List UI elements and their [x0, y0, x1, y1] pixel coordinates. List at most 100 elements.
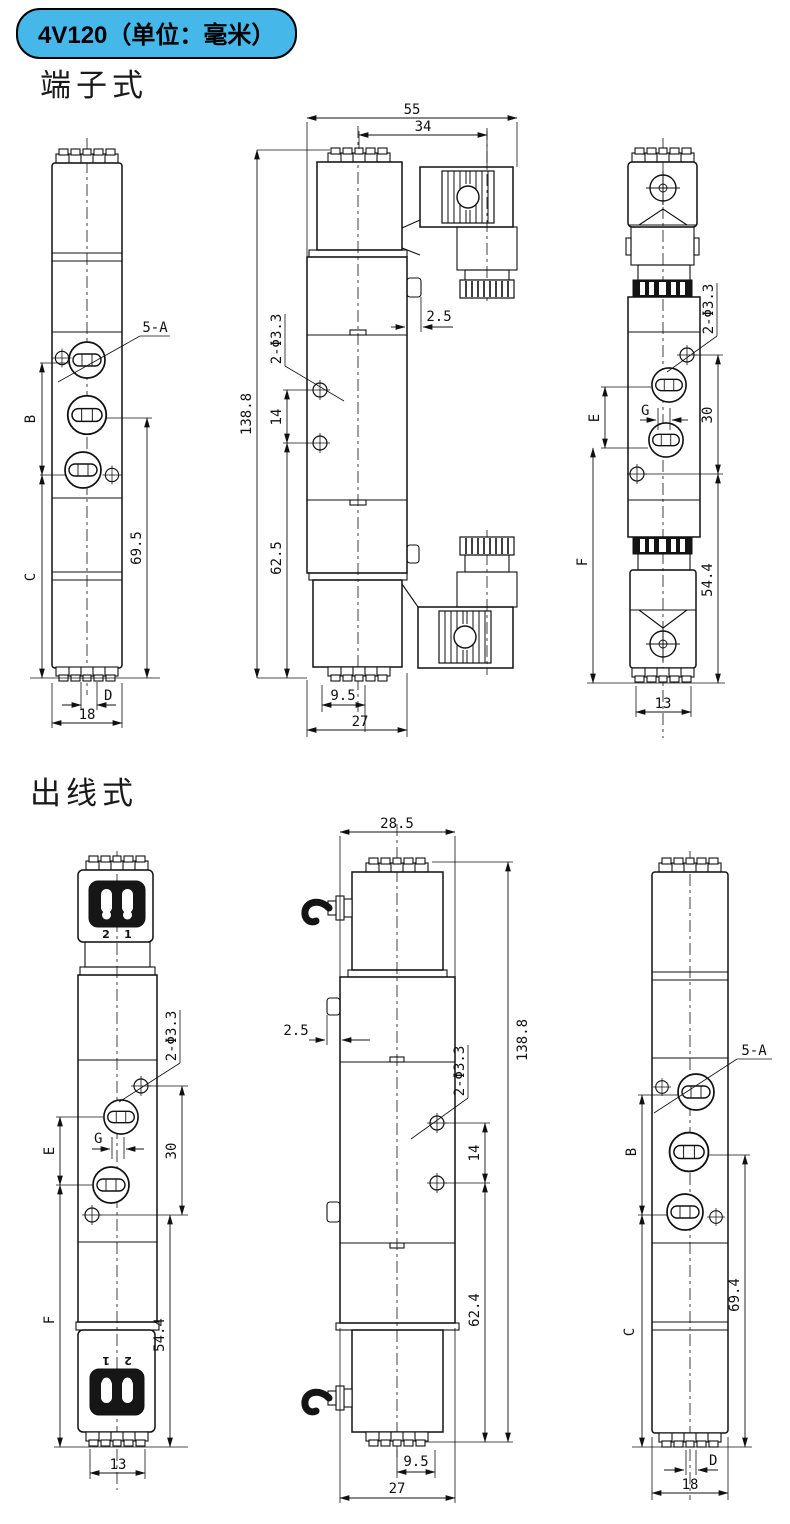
knurled-cap-icon	[365, 857, 429, 873]
dim-d-label: D	[709, 1453, 717, 1469]
clip-tab	[326, 997, 341, 1016]
dim-27-label: 27	[352, 714, 369, 730]
phillips-screw-icon	[645, 170, 681, 206]
dim-54-4-label: 54.4	[152, 1318, 168, 1352]
screw-hole-icon	[51, 347, 73, 369]
dim-34-label: 34	[415, 119, 432, 135]
terminal-front-view: 5-A B C 69.5 D 18	[23, 138, 170, 728]
hole-callout-label: 2-Φ3.3	[164, 1011, 180, 1062]
dim-69-5-label: 69.5	[129, 531, 145, 565]
dim-g-label: G	[94, 1131, 102, 1147]
valve-outline	[326, 824, 460, 1458]
valve-outline	[651, 851, 729, 1500]
ports	[51, 341, 123, 489]
pin-label: 2	[102, 928, 110, 941]
mount-hole-icon	[626, 463, 648, 485]
knurled-cap-icon	[327, 147, 391, 163]
pin-label: 1	[102, 1354, 110, 1367]
valve-outline	[306, 126, 488, 712]
dim-9-5-label: 9.5	[330, 688, 355, 704]
ports	[81, 1075, 152, 1226]
socket-bottom: 1 2	[89, 1354, 145, 1416]
hole-callout-label: 2-Φ3.3	[269, 314, 285, 365]
phillips-screw-icon	[645, 626, 681, 662]
pin-label: 2	[124, 1354, 132, 1367]
dim-27-label: 27	[389, 1481, 406, 1497]
cable-gland-icon	[459, 536, 515, 556]
connector-ribs-icon	[441, 170, 495, 224]
knurled-cap-icon	[55, 148, 119, 164]
wired-side-view: 28.5 138.8 2.5 2-Φ3.3 14 62.4 9.5	[283, 816, 531, 1503]
pin-label: 1	[124, 928, 132, 941]
dim-13-label: 13	[110, 1457, 127, 1473]
cable-gland-icon	[459, 279, 515, 299]
callout-5a-label: 5-A	[142, 320, 168, 336]
dim-13-label: 13	[655, 696, 672, 712]
dim-f-label: F	[575, 558, 591, 566]
dim-138-8-label: 138.8	[239, 393, 255, 435]
dimensions: 2-Φ3.3 E G 30 F 54.4 13	[42, 1010, 188, 1479]
cable-gland-bottom	[305, 1386, 352, 1412]
dim-30-label: 30	[700, 407, 716, 424]
dim-d-label: D	[104, 688, 112, 704]
dim-e-label: E	[587, 414, 603, 422]
port-icon	[651, 367, 687, 403]
dimensions: 2-Φ3.3 E G 30 F 54.4 13	[575, 283, 725, 717]
dim-18-label: 18	[682, 1477, 699, 1493]
terminal-back-view: 2-Φ3.3 E G 30 F 54.4 13	[575, 138, 725, 738]
callout-5a-label: 5-A	[741, 1043, 767, 1059]
din-connector-bottom	[401, 536, 518, 669]
knurled-ring-icon	[632, 279, 693, 298]
dim-b-label: B	[23, 415, 39, 423]
dim-54-4-label: 54.4	[700, 563, 716, 597]
mount-hole-icon	[676, 344, 698, 366]
dim-g-label: G	[641, 403, 649, 419]
dim-55-label: 55	[404, 102, 421, 118]
knurled-ring-icon	[632, 536, 693, 555]
dimensions: 5-A B C 69.5 D 18	[23, 320, 170, 728]
ports	[652, 1073, 726, 1231]
dim-2-5-label: 2.5	[426, 309, 451, 325]
connector-ribs-icon	[438, 610, 492, 664]
knurled-cap-icon	[327, 666, 391, 682]
dim-18-label: 18	[79, 707, 96, 723]
knurled-cap-icon	[631, 667, 695, 683]
din-connector-top	[401, 166, 518, 299]
dim-14-label: 14	[269, 409, 285, 426]
port-icon	[677, 1073, 715, 1111]
mount-hole-icon	[130, 1075, 152, 1097]
cable-wire-icon	[305, 1386, 352, 1412]
clip-tab	[406, 277, 422, 298]
section-title-wired: 出线式	[30, 776, 138, 812]
wired-front-view: 2 1 1 2 2-Φ3.3 E	[42, 851, 188, 1490]
dim-69-4-label: 69.4	[727, 1278, 743, 1312]
dim-62-5-label: 62.5	[269, 541, 285, 575]
knurled-cap-icon	[658, 1432, 722, 1448]
cable-gland-top	[305, 896, 352, 922]
knurled-cap-icon	[85, 855, 149, 871]
knurled-cap-icon	[55, 666, 119, 682]
mount-hole-icon	[426, 1112, 448, 1134]
terminal-side-view: 55 34 138.8 2.5 2-Φ3.3 14 62.5 9	[239, 102, 518, 737]
dim-138-8-label: 138.8	[515, 1019, 531, 1061]
knurled-cap-icon	[658, 857, 722, 873]
dim-28-5-label: 28.5	[380, 816, 414, 832]
screw-hole-icon	[706, 1207, 726, 1227]
port-icon	[668, 1131, 710, 1173]
port-icon	[66, 394, 108, 436]
dim-c-label: C	[23, 573, 39, 581]
model-badge: 4V120（单位：毫米）	[16, 8, 298, 59]
port-icon	[103, 1099, 139, 1135]
dim-2-5-label: 2.5	[283, 1023, 308, 1039]
mount-hole-icon	[426, 1172, 448, 1194]
knurled-cap-icon	[85, 1431, 149, 1447]
dim-9-5-label: 9.5	[403, 1454, 428, 1470]
port-icon	[64, 451, 102, 489]
port-icon	[92, 1166, 130, 1204]
mount-hole-icon	[81, 1204, 103, 1226]
socket-top: 2 1	[88, 880, 146, 941]
dim-e-label: E	[42, 1147, 58, 1155]
screw-hole-icon	[101, 464, 123, 486]
dim-62-4-label: 62.4	[467, 1293, 483, 1327]
